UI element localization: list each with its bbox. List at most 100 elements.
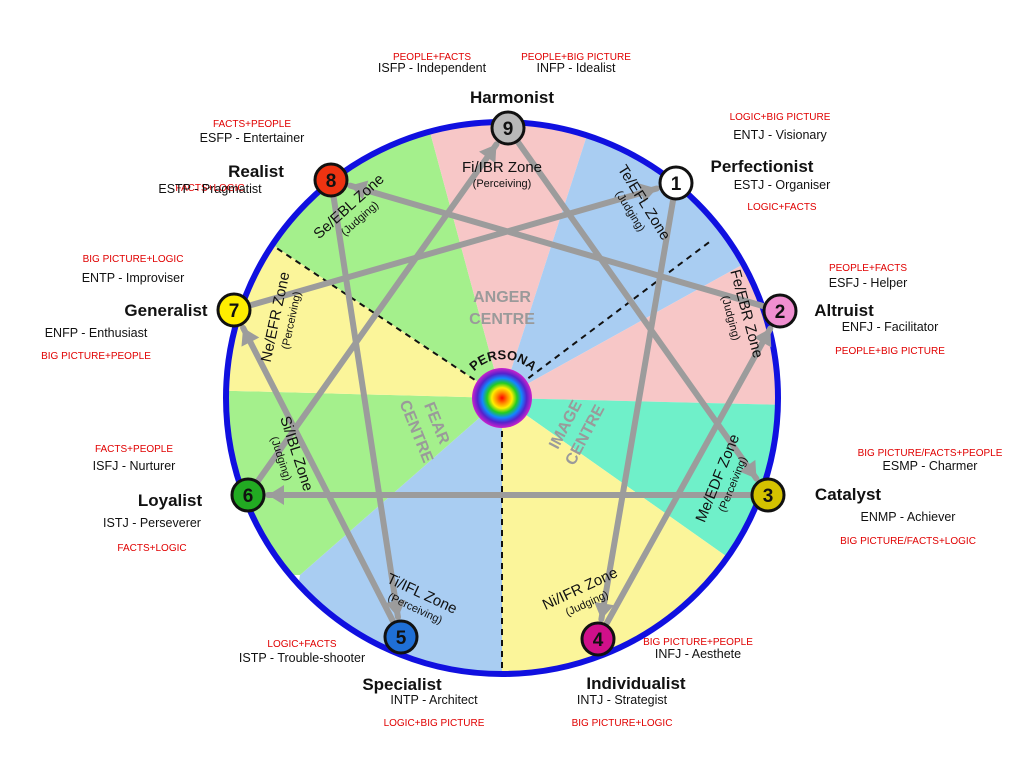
point-2: 2 bbox=[762, 293, 798, 329]
line-7-to-1 bbox=[248, 185, 660, 309]
type-label-7: Generalist BIG PICTURE+LOGIC ENTP - Improv… bbox=[41, 254, 208, 362]
type-title: Harmonist bbox=[470, 88, 554, 107]
point-8: 8 bbox=[313, 162, 349, 198]
type-tag: FACTS+LOGIC bbox=[175, 183, 244, 194]
type-title: Individualist bbox=[586, 674, 686, 693]
point-marker bbox=[216, 292, 252, 328]
line-9-to-3 bbox=[515, 139, 760, 482]
arrowhead-4 bbox=[594, 601, 614, 620]
point-9: 9 bbox=[490, 110, 526, 146]
type-name: ISTJ - Perseverer bbox=[103, 516, 201, 530]
point-number: 2 bbox=[775, 302, 786, 323]
type-name: ISFJ - Nurturer bbox=[93, 459, 176, 473]
type-tag: FACTS+LOGIC bbox=[117, 543, 186, 554]
type-title: Catalyst bbox=[815, 485, 881, 504]
point-1: 1 bbox=[658, 165, 694, 201]
point-number: 3 bbox=[763, 486, 774, 507]
line-4-to-2 bbox=[603, 325, 774, 627]
arrowhead-1 bbox=[638, 183, 657, 203]
point-number: 5 bbox=[396, 628, 407, 649]
line-2-to-8 bbox=[347, 182, 766, 309]
arrowhead-5 bbox=[385, 599, 406, 618]
type-title: Loyalist bbox=[138, 491, 203, 510]
centre-divider-1 bbox=[271, 244, 503, 399]
type-points: 9 1 2 3 4 5 6 7 8 bbox=[216, 110, 798, 657]
type-tag: LOGIC+FACTS bbox=[747, 202, 817, 213]
type-name: ESTJ - Organiser bbox=[734, 178, 831, 192]
type-name: INFP - Idealist bbox=[537, 61, 616, 75]
line-8-to-5 bbox=[330, 194, 401, 621]
type-name: INTP - Architect bbox=[390, 693, 478, 707]
anger-sector-top bbox=[420, 122, 600, 398]
arrowhead-6 bbox=[268, 485, 284, 505]
point-number: 1 bbox=[671, 174, 682, 195]
type-tag: PEOPLE+FACTS bbox=[829, 263, 907, 274]
anger-centre-line: CENTRE bbox=[469, 311, 535, 328]
type-tag: LOGIC+BIG PICTURE bbox=[730, 112, 831, 123]
type-title: Realist bbox=[228, 162, 284, 181]
type-name: ENFJ - Facilitator bbox=[842, 320, 939, 334]
point-4: 4 bbox=[580, 621, 616, 657]
type-title: Specialist bbox=[362, 675, 442, 694]
type-name: ENTJ - Visionary bbox=[733, 128, 827, 142]
point-number: 7 bbox=[229, 301, 240, 322]
type-tag: BIG PICTURE+PEOPLE bbox=[41, 351, 151, 362]
type-title: Altruist bbox=[814, 301, 874, 320]
type-name: ENMP - Achiever bbox=[861, 510, 956, 524]
type-title: Generalist bbox=[124, 301, 207, 320]
image-sector-teal bbox=[502, 398, 778, 580]
point-marker bbox=[383, 619, 419, 655]
arrowhead-2 bbox=[753, 328, 772, 348]
point-number: 4 bbox=[593, 630, 604, 651]
type-tag: FACTS+PEOPLE bbox=[95, 444, 173, 455]
point-6: 6 bbox=[230, 477, 266, 513]
type-tag: BIG PICTURE/FACTS+PEOPLE bbox=[858, 448, 1003, 459]
persona-icon bbox=[472, 368, 532, 428]
type-tag: PEOPLE+BIG PICTURE bbox=[521, 52, 631, 63]
arrowhead-7 bbox=[241, 327, 260, 347]
type-name: ENFP - Enthusiast bbox=[45, 326, 148, 340]
zone-mode: (Perceiving) bbox=[473, 178, 532, 190]
type-name: ESMP - Charmer bbox=[883, 459, 978, 473]
type-name: ISTP - Trouble-shooter bbox=[239, 651, 365, 665]
arrowhead-3 bbox=[739, 459, 757, 479]
arrowhead-9 bbox=[479, 144, 497, 164]
line-6-to-9 bbox=[255, 141, 500, 484]
point-7: 7 bbox=[216, 292, 252, 328]
type-title: Perfectionist bbox=[711, 157, 814, 176]
point-marker bbox=[750, 477, 786, 513]
type-tag: BIG PICTURE+LOGIC bbox=[83, 254, 184, 265]
centre-dividers bbox=[271, 239, 713, 672]
type-name: ENTP - Improviser bbox=[82, 271, 185, 285]
type-label-1: Perfectionist LOGIC+BIG PICTURE ENTJ - Vis… bbox=[711, 112, 831, 213]
type-name: INFJ - Aesthete bbox=[655, 647, 741, 661]
zone-name: Fi/IBR Zone bbox=[462, 159, 542, 176]
line-5-to-7 bbox=[240, 324, 396, 624]
point-marker bbox=[313, 162, 349, 198]
type-tag: PEOPLE+BIG PICTURE bbox=[835, 346, 945, 357]
type-name: ESFJ - Helper bbox=[829, 276, 908, 290]
point-number: 9 bbox=[503, 119, 514, 140]
point-marker bbox=[490, 110, 526, 146]
zone-label: Fi/IBR Zone (Perceiving) bbox=[462, 159, 542, 190]
point-number: 6 bbox=[243, 486, 254, 507]
connecting-lines bbox=[240, 139, 774, 627]
point-3: 3 bbox=[750, 477, 786, 513]
type-name: ESFP - Entertainer bbox=[200, 131, 305, 145]
point-marker bbox=[658, 165, 694, 201]
type-tag: FACTS+PEOPLE bbox=[213, 119, 291, 130]
point-marker bbox=[762, 293, 798, 329]
type-tag: LOGIC+BIG PICTURE bbox=[384, 718, 485, 729]
fear-sector-green bbox=[226, 390, 502, 575]
type-name: INTJ - Strategist bbox=[577, 693, 668, 707]
type-label-6: Loyalist FACTS+PEOPLE ISFJ - NurturerFACTS… bbox=[93, 444, 203, 554]
arrowhead-8 bbox=[350, 180, 369, 200]
